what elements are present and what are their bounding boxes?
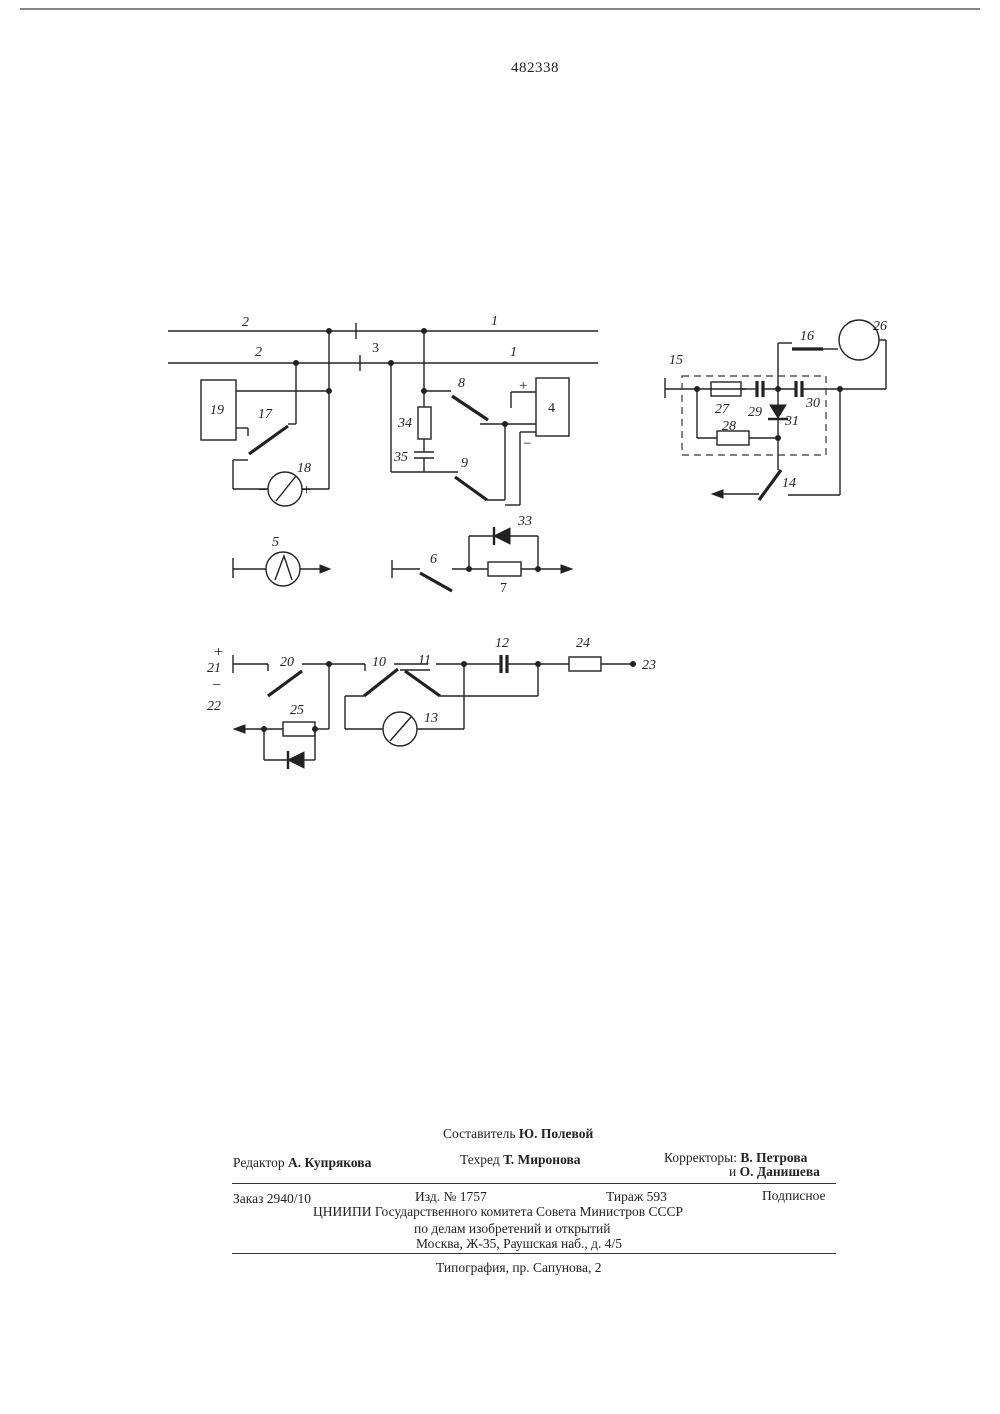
edition-number: Изд. № 1757 — [415, 1189, 487, 1205]
correctors-label: Корректоры: — [664, 1150, 737, 1165]
corrector-2-line: и О. Данишева — [729, 1164, 820, 1180]
label-plus-21: + — [214, 644, 223, 661]
label-11: 11 — [418, 653, 431, 668]
block-4-circuit — [389, 329, 570, 506]
label-33: 33 — [517, 514, 532, 529]
label-18: 18 — [297, 461, 311, 476]
label-13: 13 — [424, 711, 438, 726]
label-5: 5 — [272, 535, 279, 550]
label-25: 25 — [290, 703, 304, 718]
label-2a: 2 — [242, 315, 249, 330]
corrector-2-prefix: и — [729, 1164, 736, 1179]
switch-20 — [268, 671, 302, 696]
label-9: 9 — [461, 456, 468, 471]
label-24: 24 — [576, 636, 590, 651]
editor-line: Редактор А. Купрякова — [233, 1155, 371, 1171]
resistor-24 — [569, 657, 601, 671]
printing-house: Типография, пр. Сапунова, 2 — [436, 1260, 602, 1276]
compiler-name: Ю. Полевой — [519, 1126, 593, 1141]
label-21: 21 — [207, 661, 221, 676]
org-line-1: ЦНИИПИ Государственного комитета Совета … — [313, 1204, 683, 1220]
resistor-34 — [418, 407, 431, 439]
switch-9 — [455, 477, 487, 500]
label-10: 10 — [372, 655, 386, 670]
resistor-25 — [283, 722, 315, 736]
label-27: 27 — [715, 402, 730, 417]
resistor-7 — [488, 562, 521, 576]
label-12: 12 — [495, 636, 509, 651]
label-8: 8 — [458, 376, 465, 391]
label-6: 6 — [430, 552, 437, 567]
order-number: Заказ 2940/10 — [233, 1191, 311, 1207]
tech-name: Т. Миронова — [503, 1152, 580, 1167]
tech-line: Техред Т. Миронова — [460, 1152, 581, 1168]
terminal-23 — [631, 662, 636, 667]
element-6-7-33 — [392, 527, 572, 591]
label-4: 4 — [548, 401, 555, 416]
label-minus-4: − — [523, 436, 531, 452]
org-line-3: Москва, Ж-35, Раушская наб., д. 4/5 — [416, 1236, 622, 1252]
label-28: 28 — [722, 419, 736, 434]
label-plus-18: + — [302, 482, 311, 499]
label-29: 29 — [748, 405, 762, 420]
switch-10 — [364, 669, 398, 696]
editor-name: А. Купрякова — [288, 1155, 371, 1170]
label-14: 14 — [782, 476, 796, 491]
label-31: 31 — [784, 414, 799, 429]
corrector-2: О. Данишева — [740, 1164, 820, 1179]
label-30: 30 — [805, 396, 820, 411]
label-19: 19 — [210, 403, 224, 418]
label-16: 16 — [800, 329, 814, 344]
label-2b: 2 — [255, 345, 262, 360]
switch-6 — [420, 573, 452, 591]
tech-label: Техред — [460, 1152, 500, 1167]
corrector-1: В. Петрова — [740, 1150, 807, 1165]
label-20: 20 — [280, 655, 294, 670]
switch-11 — [405, 671, 440, 696]
label-1b: 1 — [510, 345, 517, 360]
block-15-circuit — [665, 320, 886, 500]
label-17: 17 — [258, 407, 273, 422]
switch-8 — [452, 396, 488, 420]
label-minus-18: − — [258, 482, 267, 499]
label-35: 35 — [393, 450, 408, 465]
label-7: 7 — [500, 581, 507, 596]
label-plus-4: + — [519, 378, 527, 394]
label-3: 3 — [372, 341, 379, 356]
org-line-2: по делам изобретений и открытий — [414, 1221, 610, 1237]
label-34: 34 — [397, 416, 412, 431]
diode-32 — [288, 752, 304, 768]
label-15: 15 — [669, 353, 683, 368]
label-minus-22: − — [212, 677, 221, 694]
label-1a: 1 — [491, 314, 498, 329]
label-22: 22 — [207, 699, 221, 714]
element-5 — [233, 552, 330, 586]
switch-14 — [759, 470, 781, 500]
editor-label: Редактор — [233, 1155, 285, 1170]
bus-lines — [168, 323, 598, 371]
print-run: Тираж 593 — [606, 1189, 667, 1205]
diode-31 — [770, 405, 786, 418]
label-26: 26 — [873, 319, 887, 334]
diode-33 — [494, 528, 510, 544]
subscription: Подписное — [762, 1188, 826, 1204]
compiler-label: Составитель — [443, 1126, 516, 1141]
switch-17 — [249, 426, 288, 454]
label-23: 23 — [642, 658, 656, 673]
compiler-line: Составитель Ю. Полевой — [443, 1126, 593, 1142]
